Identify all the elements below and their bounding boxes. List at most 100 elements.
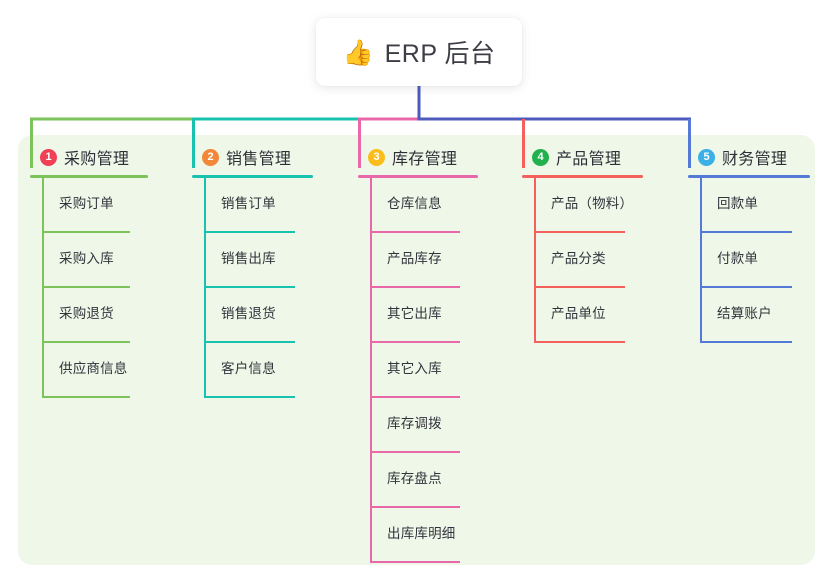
root-node[interactable]: 👍 ERP 后台	[316, 18, 522, 86]
branch-child-item[interactable]: 产品单位	[522, 288, 643, 343]
branch-underline	[522, 175, 643, 178]
child-connector-stem	[204, 233, 206, 288]
child-connector-stem	[204, 178, 206, 233]
child-label: 采购订单	[59, 196, 114, 211]
branch-children: 产品（物料） 产品分类产品单位	[522, 178, 643, 343]
branch-child-item[interactable]: 产品（物料）	[522, 178, 643, 233]
branch-number-badge: 5	[698, 148, 715, 166]
child-underline	[700, 341, 792, 343]
child-underline	[534, 231, 625, 233]
child-label: 销售出库	[221, 251, 276, 266]
child-connector-stem	[700, 288, 702, 343]
child-underline	[370, 341, 460, 343]
child-underline	[204, 286, 295, 288]
branch-child-item[interactable]: 出库库明细	[358, 508, 478, 563]
branch-underline	[30, 175, 148, 178]
child-underline	[42, 341, 130, 343]
child-underline	[42, 286, 130, 288]
branch-children: 仓库信息产品库存其它出库其它入库库存调拨库存盘点出库库明细	[358, 178, 478, 563]
branch-child-item[interactable]: 其它入库	[358, 343, 478, 398]
branch-child-item[interactable]: 产品分类	[522, 233, 643, 288]
branch-child-item[interactable]: 其它出库	[358, 288, 478, 343]
child-label: 采购退货	[59, 306, 114, 321]
child-label: 其它出库	[387, 306, 442, 321]
branch-number-badge: 2	[202, 148, 219, 166]
branch-child-item[interactable]: 销售出库	[192, 233, 313, 288]
child-underline	[700, 231, 792, 233]
branch-label: 产品管理	[556, 151, 622, 168]
child-connector-stem	[370, 178, 372, 233]
child-underline	[42, 396, 130, 398]
child-label: 产品分类	[551, 251, 606, 266]
child-connector-stem	[370, 398, 372, 453]
child-underline	[534, 286, 625, 288]
child-connector-stem	[370, 343, 372, 398]
branch-child-item[interactable]: 付款单	[688, 233, 810, 288]
child-underline	[204, 396, 295, 398]
branch-number-badge: 4	[532, 148, 549, 166]
child-connector-stem	[42, 288, 44, 343]
branch-number-badge: 1	[40, 148, 57, 166]
branch-child-item[interactable]: 产品库存	[358, 233, 478, 288]
child-connector-stem	[370, 233, 372, 288]
child-underline	[534, 341, 625, 343]
branch-child-item[interactable]: 采购订单	[30, 178, 148, 233]
child-underline	[370, 396, 460, 398]
branch-child-item[interactable]: 仓库信息	[358, 178, 478, 233]
child-label: 付款单	[717, 251, 759, 266]
branch-child-item[interactable]: 销售订单	[192, 178, 313, 233]
branch-header[interactable]: 4 产品管理	[522, 145, 643, 169]
child-label: 销售订单	[221, 196, 276, 211]
child-underline	[204, 341, 295, 343]
child-connector-stem	[370, 288, 372, 343]
branch-child-item[interactable]: 客户信息	[192, 343, 313, 398]
branch-label: 销售管理	[226, 151, 292, 168]
root-node-label: ERP 后台	[384, 40, 496, 68]
child-underline	[370, 561, 460, 563]
branch-child-item[interactable]: 采购退货	[30, 288, 148, 343]
branch-number-badge: 3	[368, 148, 385, 166]
branch-underline	[358, 175, 478, 178]
branch-child-item[interactable]: 结算账户	[688, 288, 810, 343]
child-label: 客户信息	[221, 361, 276, 376]
child-connector-stem	[370, 508, 372, 563]
branch-column: 2 销售管理销售订单销售出库销售退货客户信息	[192, 145, 313, 398]
branch-underline	[192, 175, 313, 178]
child-connector-stem	[42, 178, 44, 233]
child-label: 其它入库	[387, 361, 442, 376]
diagram-background-panel	[18, 135, 815, 565]
branch-child-item[interactable]: 库存调拨	[358, 398, 478, 453]
branch-children: 采购订单采购入库采购退货供应商信息	[30, 178, 148, 398]
branch-children: 销售订单销售出库销售退货客户信息	[192, 178, 313, 398]
child-connector-stem	[534, 288, 536, 343]
branch-child-item[interactable]: 销售退货	[192, 288, 313, 343]
branch-header[interactable]: 2 销售管理	[192, 145, 313, 169]
child-underline	[42, 231, 130, 233]
child-label: 产品（物料）	[551, 196, 634, 211]
child-label: 产品单位	[551, 306, 606, 321]
child-connector-stem	[534, 178, 536, 233]
branch-child-item[interactable]: 回款单	[688, 178, 810, 233]
child-connector-stem	[700, 233, 702, 288]
child-connector-stem	[700, 178, 702, 233]
child-underline	[370, 286, 460, 288]
branch-underline	[688, 175, 810, 178]
thumbs-up-icon: 👍	[342, 38, 374, 67]
child-label: 结算账户	[717, 306, 772, 321]
branch-child-item[interactable]: 库存盘点	[358, 453, 478, 508]
child-connector-stem	[42, 343, 44, 398]
child-label: 供应商信息	[59, 361, 128, 376]
child-label: 销售退货	[221, 306, 276, 321]
branch-child-item[interactable]: 供应商信息	[30, 343, 148, 398]
child-connector-stem	[204, 288, 206, 343]
child-underline	[370, 231, 460, 233]
branch-child-item[interactable]: 采购入库	[30, 233, 148, 288]
child-connector-stem	[534, 233, 536, 288]
child-underline	[370, 506, 460, 508]
child-connector-stem	[370, 453, 372, 508]
